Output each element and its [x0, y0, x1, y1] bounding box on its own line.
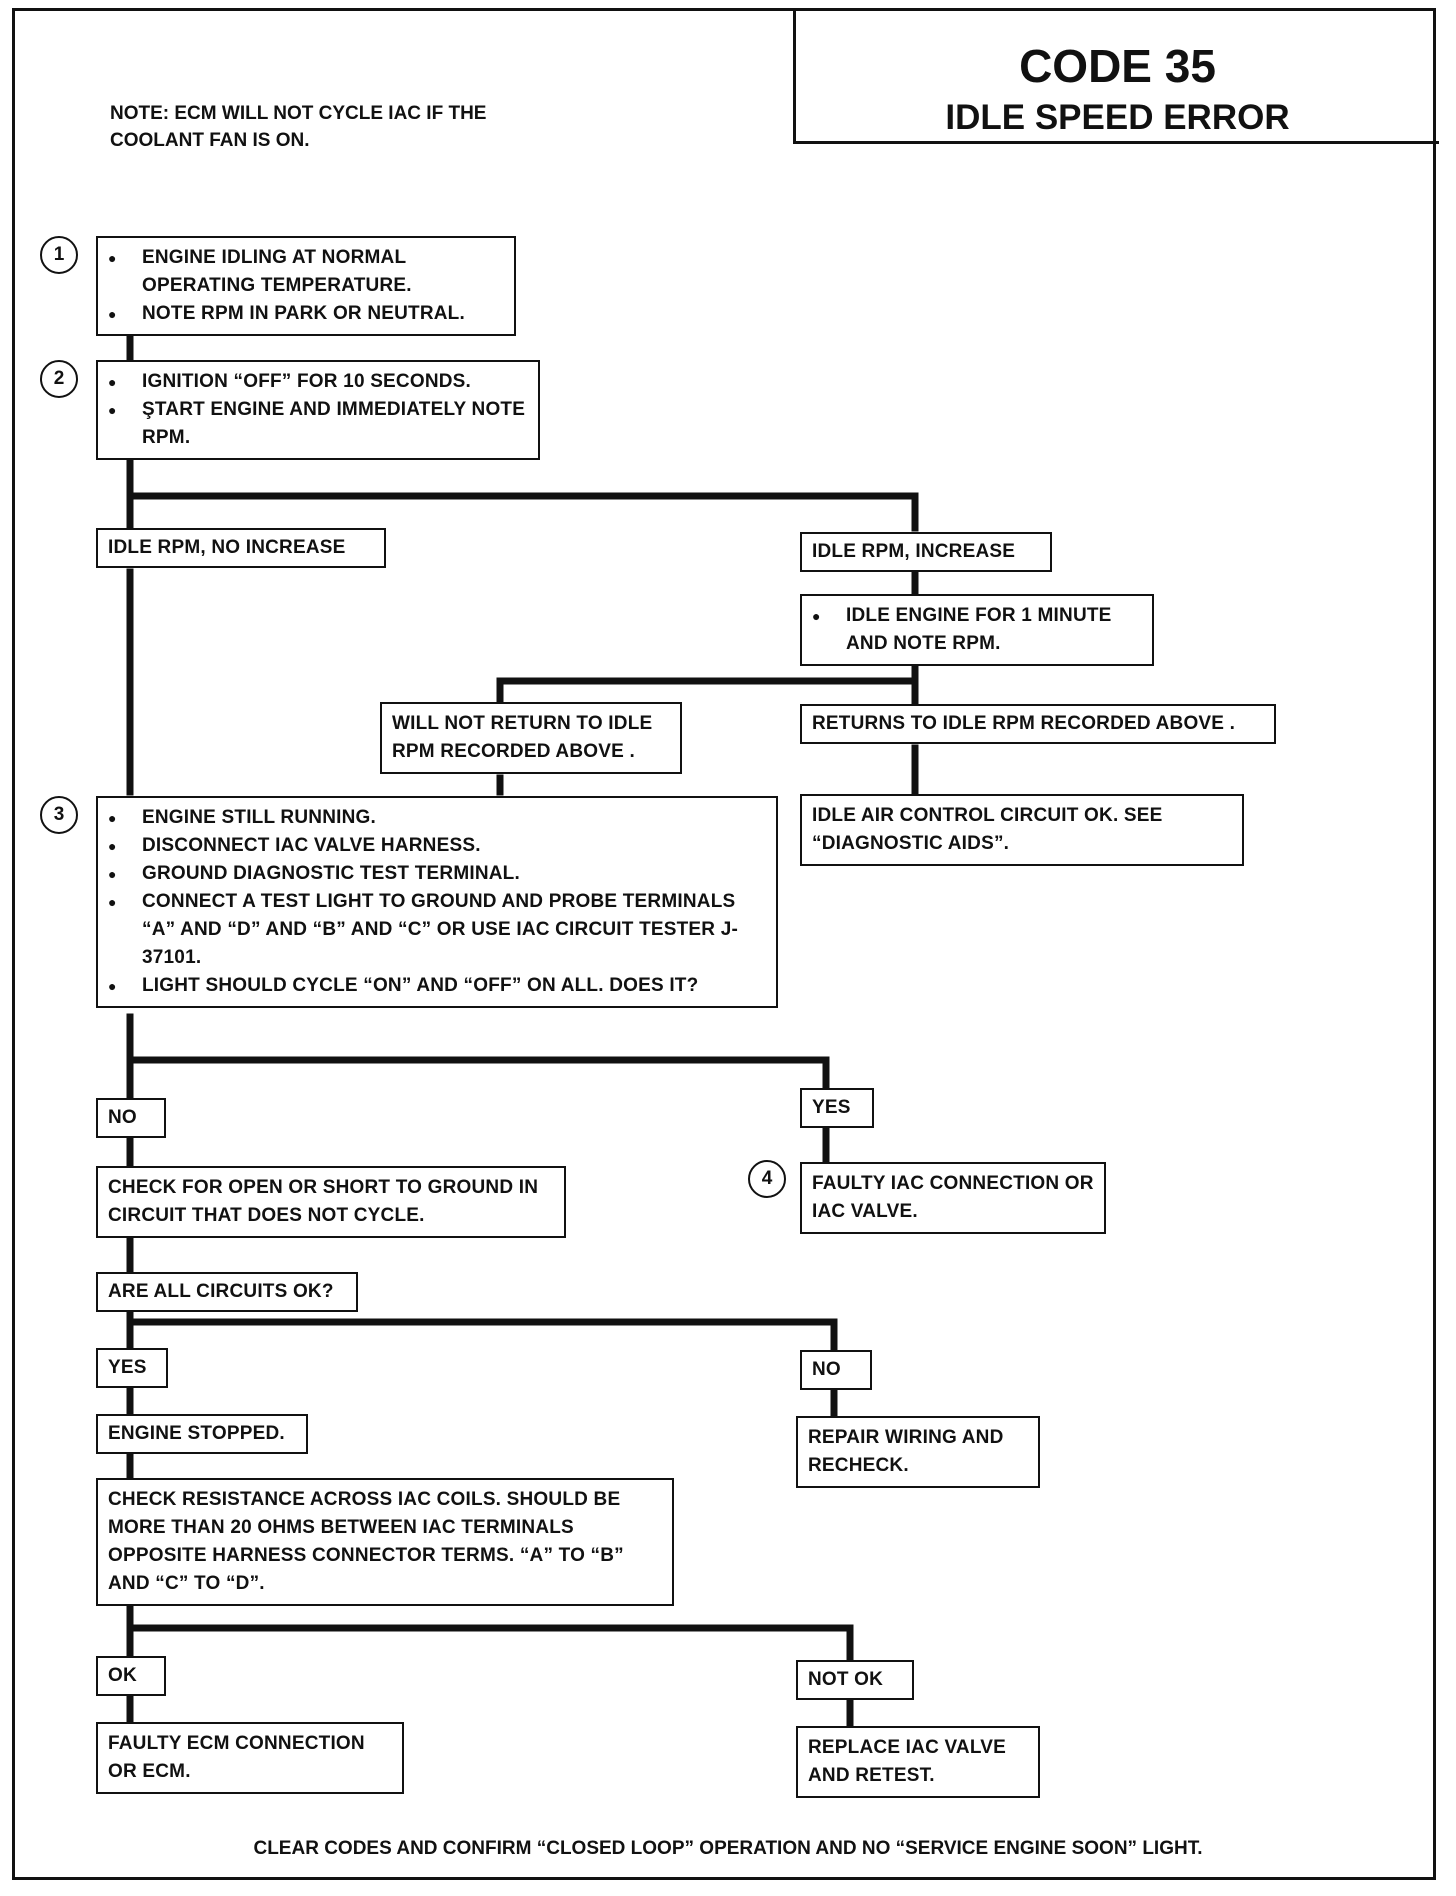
code-title: IDLE SPEED ERROR: [945, 98, 1290, 137]
connector-yes-branch: [126, 1056, 830, 1092]
step4-box: FAULTY IAC CONNECTION OR IAC VALVE.: [800, 1162, 1106, 1234]
step1-box: ENGINE IDLING AT NORMAL OPERATING TEMPER…: [96, 236, 516, 336]
not-ok-label: NOT OK: [796, 1660, 914, 1700]
yes-label: YES: [800, 1088, 874, 1128]
all-circuits-ok-label: ARE ALL CIRCUITS OK?: [96, 1272, 358, 1312]
step2-item: ŞTART ENGINE AND IMMEDIATELY NOTE RPM.: [108, 396, 528, 452]
step-number-3: 3: [40, 796, 78, 834]
check-open-box: CHECK FOR OPEN OR SHORT TO GROUND IN CIR…: [96, 1166, 566, 1238]
connector-branch-yes-no: [126, 1318, 838, 1352]
ok-label: OK: [96, 1656, 166, 1696]
step-number-1: 1: [40, 236, 78, 274]
code-title-box: CODE 35 IDLE SPEED ERROR: [793, 10, 1439, 144]
step3-box: ENGINE STILL RUNNING. DISCONNECT IAC VAL…: [96, 796, 778, 1008]
step3-item: GROUND DIAGNOSTIC TEST TERMINAL.: [108, 860, 766, 888]
note-text: NOTE: ECM WILL NOT CYCLE IAC IF THE COOL…: [110, 103, 487, 151]
step3-item: CONNECT A TEST LIGHT TO GROUND AND PROBE…: [108, 888, 766, 972]
step3-item: DISCONNECT IAC VALVE HARNESS.: [108, 832, 766, 860]
page-border: [12, 8, 1436, 1880]
step2-box: IGNITION “OFF” FOR 10 SECONDS. ŞTART ENG…: [96, 360, 540, 460]
iac-ok-box: IDLE AIR CONTROL CIRCUIT OK. SEE “DIAGNO…: [800, 794, 1244, 866]
step-number-2: 2: [40, 360, 78, 398]
will-not-return-box: WILL NOT RETURN TO IDLE RPM RECORDED ABO…: [380, 702, 682, 774]
repair-box: REPAIR WIRING AND RECHECK.: [796, 1416, 1040, 1488]
idle-one-minute-item: IDLE ENGINE FOR 1 MINUTE AND NOTE RPM.: [812, 602, 1142, 658]
idle-no-increase-label: IDLE RPM, NO INCREASE: [96, 528, 386, 568]
returns-box: RETURNS TO IDLE RPM RECORDED ABOVE .: [800, 704, 1276, 744]
step3-item: ENGINE STILL RUNNING.: [108, 804, 766, 832]
idle-one-minute-box: IDLE ENGINE FOR 1 MINUTE AND NOTE RPM.: [800, 594, 1154, 666]
engine-stopped-label: ENGINE STOPPED.: [96, 1414, 308, 1454]
check-resistance-box: CHECK RESISTANCE ACROSS IAC COILS. SHOUL…: [96, 1478, 674, 1606]
faulty-ecm-box: FAULTY ECM CONNECTION OR ECM.: [96, 1722, 404, 1794]
step3-item: LIGHT SHOULD CYCLE “ON” AND “OFF” ON ALL…: [108, 972, 766, 1000]
connector-branch-top: [126, 492, 919, 532]
step1-item: ENGINE IDLING AT NORMAL OPERATING TEMPER…: [108, 244, 504, 300]
idle-increase-label: IDLE RPM, INCREASE: [800, 532, 1052, 572]
step2-item: IGNITION “OFF” FOR 10 SECONDS.: [108, 368, 528, 396]
step1-item: NOTE RPM IN PARK OR NEUTRAL.: [108, 300, 504, 328]
replace-iac-box: REPLACE IAC VALVE AND RETEST.: [796, 1726, 1040, 1798]
no-label: NO: [96, 1098, 166, 1138]
footer-instruction: CLEAR CODES AND CONFIRM “CLOSED LOOP” OP…: [253, 1838, 1203, 1859]
connector-branch-ok: [126, 1624, 854, 1662]
code-number: CODE 35: [1019, 40, 1216, 92]
step-number-4: 4: [748, 1160, 786, 1198]
no-label: NO: [800, 1350, 872, 1390]
yes-label: YES: [96, 1348, 168, 1388]
